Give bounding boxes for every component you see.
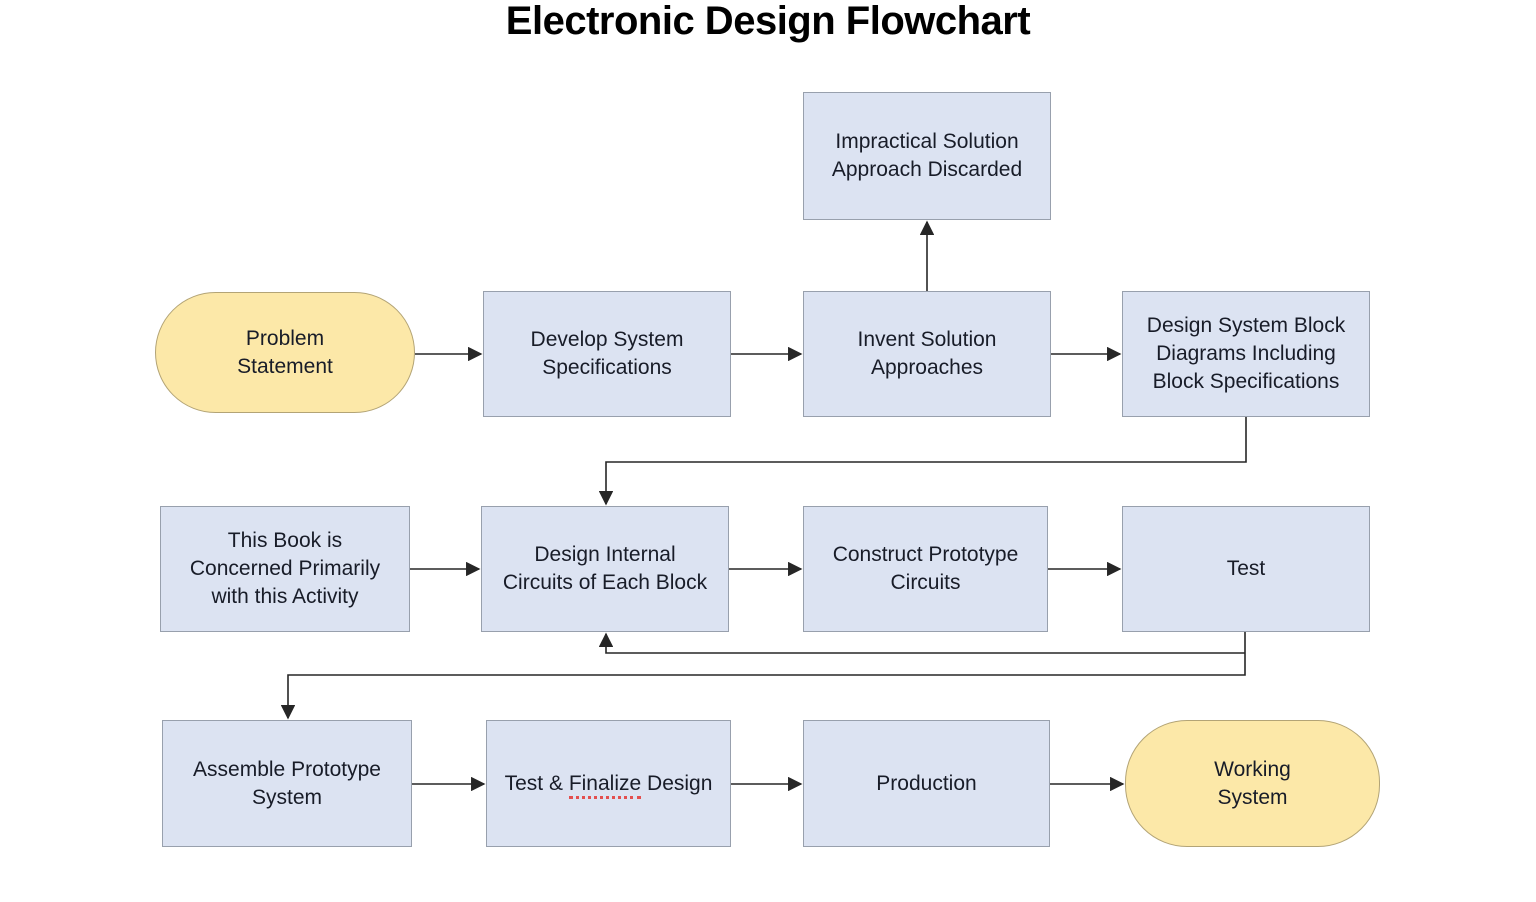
finalize-label-post: Design: [641, 771, 713, 795]
connector-test-to-design-internal-feedback: [598, 632, 1245, 654]
node-this-book-note: This Book is Concerned Primarily with th…: [160, 506, 410, 632]
node-assemble-prototype-system: Assemble Prototype System: [162, 720, 412, 847]
node-design-system-block-diagrams: Design System Block Diagrams Including B…: [1122, 291, 1370, 417]
finalize-label-pre: Test &: [504, 771, 569, 795]
node-impractical-solution-discarded: Impractical Solution Approach Discarded: [803, 92, 1051, 220]
node-working-system: Working System: [1125, 720, 1380, 847]
node-design-internal-circuits: Design Internal Circuits of Each Block: [481, 506, 729, 632]
finalize-label-misspelled-word: Finalize: [568, 771, 642, 799]
connector-test-to-assemble: [280, 632, 1246, 720]
node-production: Production: [803, 720, 1050, 847]
node-invent-solution-approaches: Invent Solution Approaches: [803, 291, 1051, 417]
node-problem-statement: Problem Statement: [155, 292, 415, 413]
node-test: Test: [1122, 506, 1370, 632]
node-develop-system-specifications: Develop System Specifications: [483, 291, 731, 417]
node-test-finalize-design-label: Test & Finalize Design: [504, 770, 713, 799]
page-title: Electronic Design Flowchart: [505, 0, 1031, 43]
node-test-finalize-design: Test & Finalize Design: [486, 720, 731, 847]
node-construct-prototype-circuits: Construct Prototype Circuits: [803, 506, 1048, 632]
connector-design-block-to-design-internal: [598, 417, 1247, 506]
